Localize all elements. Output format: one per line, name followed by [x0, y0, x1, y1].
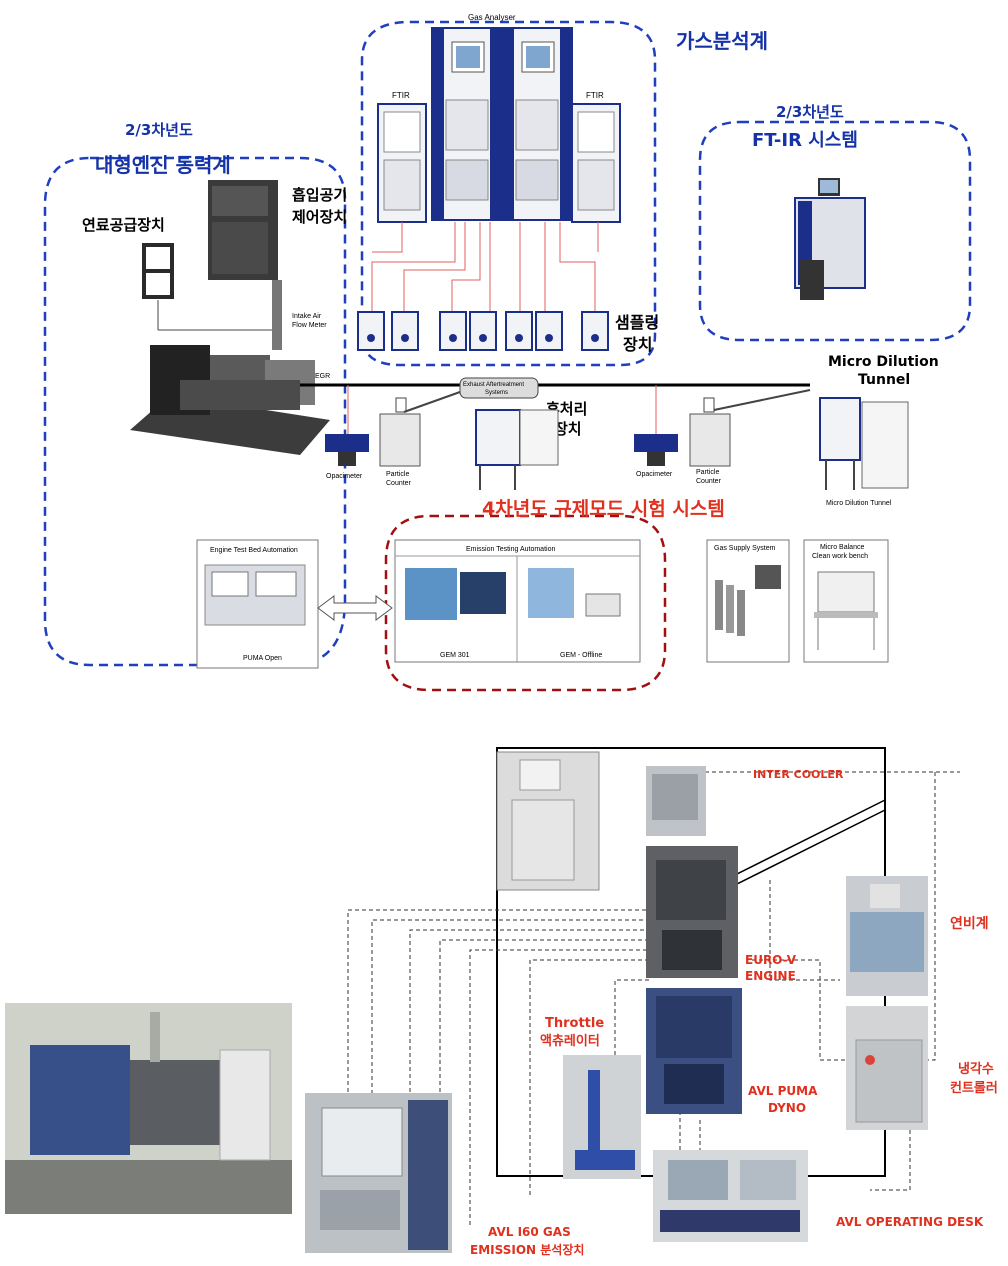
link-arrow: [317, 595, 393, 621]
regulation-mode-boundary: [384, 514, 667, 692]
particle-counter-right-label-2: Counter: [696, 478, 722, 485]
ftir-unit-right: [571, 103, 621, 223]
coolant-controller-photo: [846, 1006, 928, 1130]
avl-puma-label-2: DYNO: [768, 1101, 806, 1115]
euro-v-label-2: ENGINE: [745, 969, 796, 983]
opacimeter-left: [325, 434, 369, 466]
intake-flow-label-2: Flow Meter: [292, 322, 327, 329]
throttle-label-2: 액츄레이터: [540, 1033, 600, 1049]
operating-desk-photo: [653, 1150, 808, 1242]
particle-counter-left-label-2: Counter: [386, 480, 412, 487]
sample-lines: [371, 222, 599, 312]
intake-control-label-2: 제어장치: [292, 208, 347, 226]
exhaust-after-label-1: Exhaust Aftertreatment: [463, 382, 524, 388]
emission-testing-panel: [394, 539, 641, 663]
regulation-mode-title: 4차년도 규제모드 시험 시스템: [482, 498, 725, 520]
gem301-label: GEM 301: [440, 652, 470, 659]
gas-analyser-title-kr: 가스분석계: [676, 29, 768, 53]
micro-dilution-title-2: Tunnel: [858, 372, 910, 388]
engine-dyno-boundary: [43, 156, 347, 667]
micro-dilution-title-1: Micro Dilution: [828, 354, 939, 370]
throttle-label-1: Throttle: [545, 1016, 604, 1031]
avl-i60-label-2: EMISSION 분석장치: [470, 1242, 584, 1257]
inter-cooler-photo: [646, 766, 706, 836]
particle-counter-right: [689, 397, 731, 467]
intake-air-pipe: [272, 280, 282, 350]
fuel-supply-device: [142, 243, 174, 299]
particle-counter-left: [379, 397, 421, 467]
after-treatment-label-2: 장치: [554, 420, 582, 438]
engine-test-bed-label: Engine Test Bed Automation: [210, 547, 298, 554]
ftir-system-device: [794, 178, 866, 300]
ftir-system-title: FT-IR 시스템: [752, 130, 858, 151]
exhaust-after-label-2: Systems: [485, 390, 508, 396]
test-cell-photo: [5, 1003, 292, 1214]
sampling-label-2: 장치: [623, 335, 652, 354]
egr-label: EGR: [315, 373, 330, 380]
coolant-label-1: 냉각수: [958, 1062, 994, 1077]
micro-balance-label-1: Micro Balance: [820, 544, 864, 551]
gas-analyser-cabinet: [431, 27, 573, 221]
gas-supply-panel: [706, 539, 790, 663]
micro-balance-panel: [803, 539, 889, 663]
gem-offline-label: GEM - Offline: [560, 652, 602, 659]
gas-supply-label: Gas Supply System: [714, 545, 776, 552]
ftir-system-boundary: [698, 120, 972, 342]
intake-flow-label-1: Intake Air: [292, 313, 322, 320]
gas-analyser-boundary: [360, 20, 657, 367]
particle-counter-left-label-1: Particle: [386, 471, 409, 478]
micro-balance-label-2: Clean work bench: [812, 553, 868, 560]
fuel-supply-label: 연료공급장치: [82, 216, 165, 234]
engine-photo: [646, 846, 738, 978]
micro-dilution-tunnel-label: Micro Dilution Tunnel: [826, 500, 892, 507]
coolant-label-2: 컨트롤러: [950, 1080, 998, 1096]
opacimeter-right: [634, 434, 678, 466]
fuel-meter-photo: [846, 876, 928, 996]
gas-analyser-label: Gas Analyser: [468, 13, 516, 22]
ftir-right-label: FTIR: [586, 91, 604, 100]
particle-counter-right-label-1: Particle: [696, 469, 719, 476]
year-right-label: 2/3차년도: [776, 103, 844, 121]
exhaust-aftertreatment-box: [459, 377, 539, 399]
inter-cooler-label: INTER COOLER: [753, 768, 844, 781]
engine-dyno-title: 대형엔진 동력계: [95, 153, 231, 177]
sampling-units: [357, 311, 609, 351]
euro-v-label-1: EURO-V: [745, 953, 797, 967]
puma-open-label: PUMA Open: [243, 655, 282, 662]
opacimeter-left-label: Opacimeter: [326, 473, 363, 480]
year-left-label: 2/3차년도: [125, 121, 193, 139]
operating-desk-label: AVL OPERATING DESK: [836, 1215, 984, 1229]
throttle-actuator-photo: [563, 1055, 641, 1179]
cabinet-photo: [496, 751, 600, 891]
gas-emission-analyser-photo: [305, 1093, 452, 1253]
opacimeter-right-label: Opacimeter: [636, 471, 673, 478]
fuel-meter-label: 연비계: [950, 916, 989, 932]
micro-dilution-tunnel-right: [819, 397, 909, 490]
avl-i60-label-1: AVL I60 GAS: [488, 1225, 571, 1239]
engine-test-bed-panel: [196, 539, 319, 669]
ftir-left-label: FTIR: [392, 91, 410, 100]
dyno-photo: [646, 988, 742, 1114]
intake-control-label-1: 흡입공기: [292, 186, 347, 204]
avl-puma-label-1: AVL PUMA: [748, 1084, 818, 1098]
intake-air-control-unit: [208, 180, 278, 280]
ftir-unit-left: [377, 103, 427, 223]
engine-dyno-bed: [130, 345, 330, 455]
micro-dilution-middle: [475, 409, 559, 490]
sampling-label-1: 샘플링: [615, 313, 659, 332]
emission-testing-label: Emission Testing Automation: [466, 546, 555, 553]
